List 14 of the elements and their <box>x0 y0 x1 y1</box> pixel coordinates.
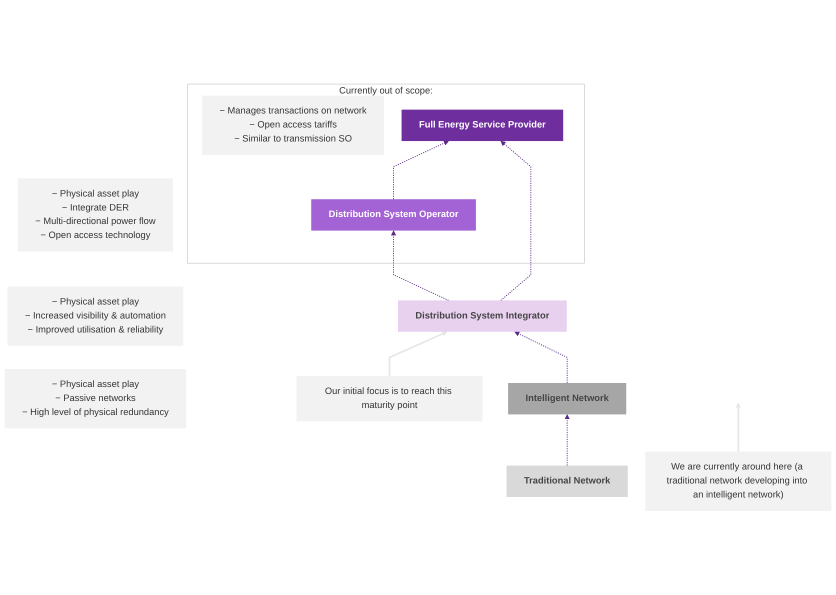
node-box: Distribution System Integrator <box>398 300 567 332</box>
arrow <box>736 402 741 452</box>
arrow <box>393 140 449 200</box>
node-box: We are currently around here (a traditional network developing into an intelligent network) <box>645 452 832 511</box>
node-box: Intelligent Network <box>508 383 626 414</box>
arrow <box>514 332 568 384</box>
node-box: Full Energy Service Provider <box>402 110 564 142</box>
arrow <box>564 414 570 466</box>
node-box: Distribution System Operator <box>311 199 476 231</box>
node-box: Our initial focus is to reach this maturity point <box>296 376 483 422</box>
arrow <box>388 331 448 376</box>
arrow <box>500 140 532 301</box>
node-box: Traditional Network <box>506 466 628 497</box>
arrow <box>391 230 450 301</box>
